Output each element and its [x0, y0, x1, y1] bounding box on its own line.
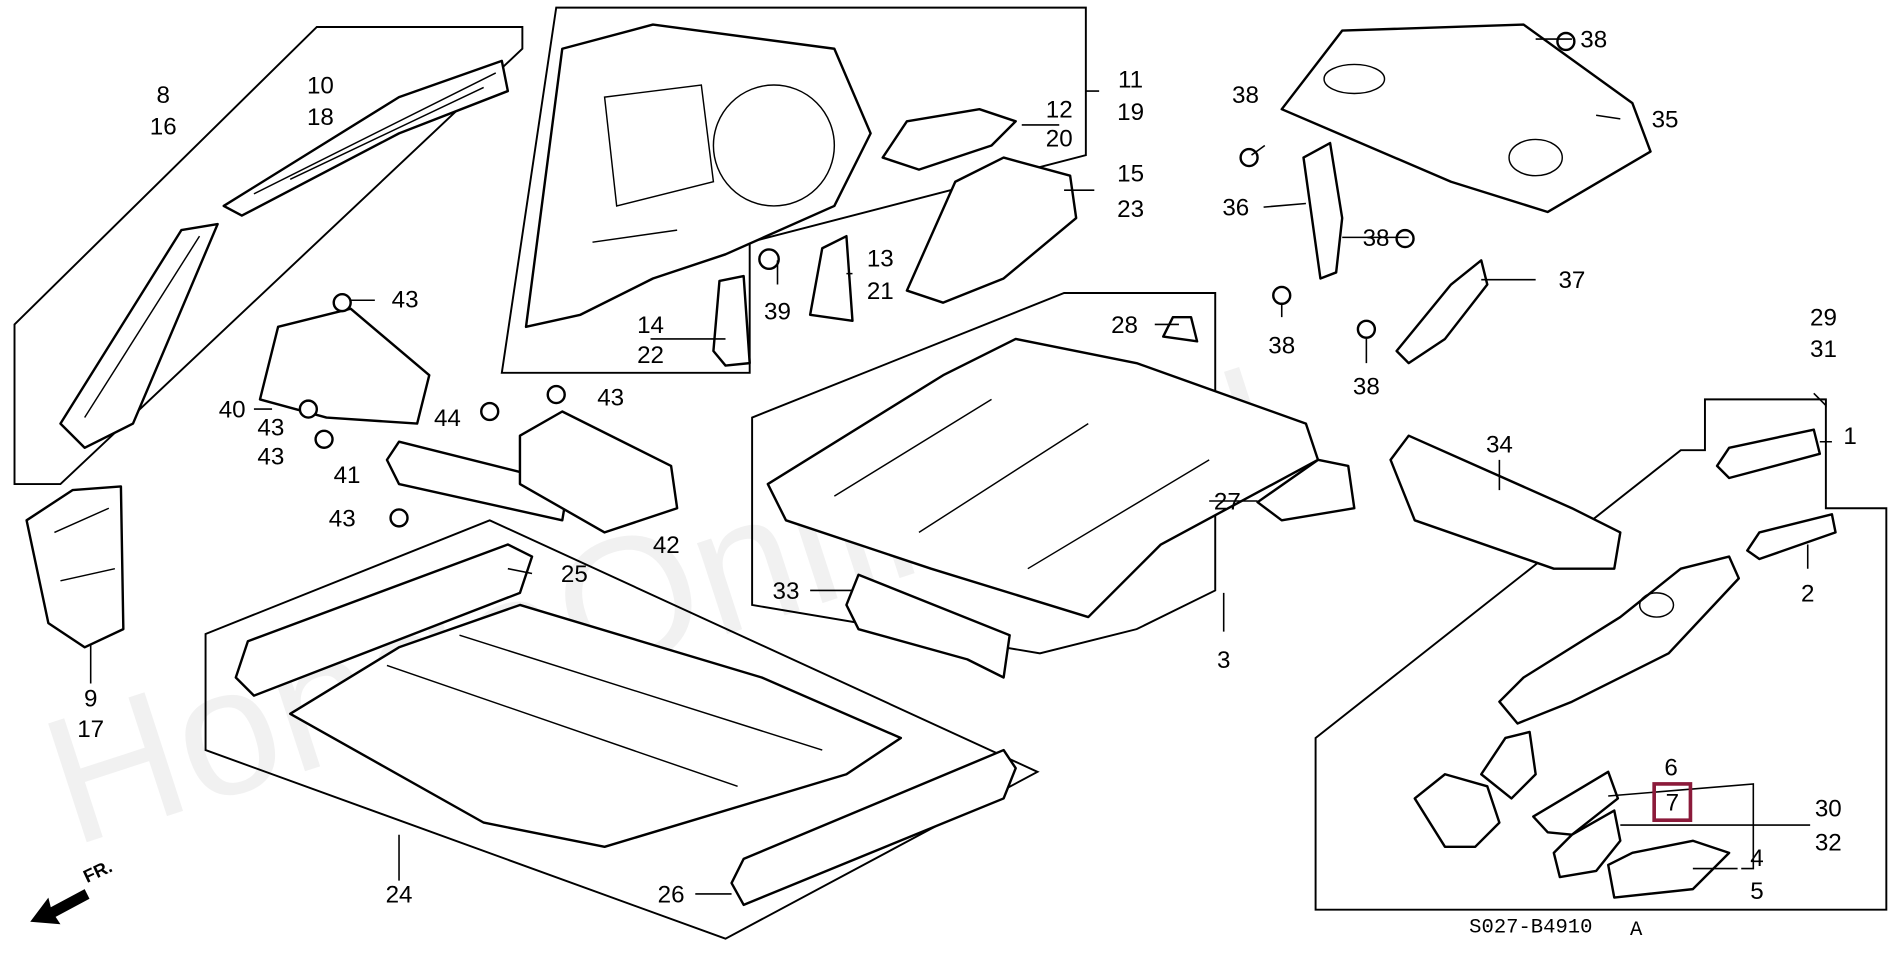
bolt-icons — [298, 31, 1576, 528]
callout[interactable]: 43 — [257, 444, 284, 471]
frame-rear-frame-group — [1314, 398, 1888, 911]
callout[interactable]: 37 — [1558, 267, 1585, 294]
part-extension-left[interactable] — [1413, 773, 1501, 849]
callout[interactable]: 42 — [653, 532, 680, 559]
part-b-pillar-lower[interactable] — [25, 485, 125, 649]
callout[interactable]: 30 — [1815, 796, 1842, 823]
callout[interactable]: 2 — [1801, 580, 1814, 607]
callout[interactable]: 35 — [1652, 106, 1679, 133]
callout[interactable]: 6 — [1664, 754, 1677, 781]
callout[interactable]: 43 — [392, 287, 419, 314]
part-side-sill-26[interactable] — [730, 748, 1017, 907]
part-roof-side-rail[interactable] — [222, 59, 510, 217]
part-stiffener-37[interactable] — [1395, 259, 1489, 365]
callout[interactable]: 43 — [329, 505, 356, 532]
front-arrow-icon — [30, 889, 90, 925]
callout[interactable]: 32 — [1815, 829, 1842, 856]
callout[interactable]: 17 — [77, 716, 104, 743]
callout[interactable]: 39 — [764, 299, 791, 326]
callout[interactable]: 5 — [1750, 878, 1763, 905]
part-crossmember-42[interactable] — [518, 410, 679, 534]
part-bracket-6-7[interactable] — [1532, 770, 1620, 836]
callout[interactable]: 18 — [307, 104, 334, 131]
part-bracket-1[interactable] — [1715, 428, 1822, 480]
frame-quarter-panel-group — [500, 6, 1087, 374]
part-bracket-13[interactable] — [808, 234, 854, 323]
callout[interactable]: 19 — [1117, 99, 1144, 126]
diagram-revision: A — [1630, 919, 1643, 942]
part-rear-shelf[interactable] — [1280, 23, 1652, 214]
callout[interactable]: 13 — [867, 245, 894, 272]
callout[interactable]: 26 — [658, 881, 685, 908]
callout[interactable]: 31 — [1810, 336, 1837, 363]
callout[interactable]: 9 — [84, 686, 97, 713]
callout-labels: 8 16 10 18 11 19 12 20 15 23 13 21 14 22… — [77, 27, 1857, 909]
part-crossmember-34[interactable] — [1389, 434, 1622, 570]
callout[interactable]: 28 — [1111, 312, 1138, 339]
callout[interactable]: 25 — [561, 561, 588, 588]
callout[interactable]: 27 — [1214, 488, 1241, 515]
part-bracket-14[interactable] — [712, 274, 751, 367]
callout-highlighted[interactable]: 7 — [1666, 790, 1679, 817]
callout[interactable]: 38 — [1268, 332, 1295, 359]
callout[interactable]: 14 — [637, 312, 664, 339]
highlight-box — [1652, 782, 1693, 823]
part-bracket-2[interactable] — [1746, 513, 1837, 561]
callout[interactable]: 4 — [1750, 845, 1763, 872]
part-wheelhouse-15[interactable] — [905, 156, 1078, 304]
callout[interactable]: 40 — [219, 397, 246, 424]
callout[interactable]: 43 — [257, 415, 284, 442]
callout[interactable]: 44 — [434, 405, 461, 432]
part-bracket-27[interactable] — [1256, 458, 1356, 522]
callout[interactable]: 36 — [1222, 195, 1249, 222]
frame-rear-floor-group — [751, 292, 1217, 655]
callout[interactable]: 34 — [1486, 432, 1513, 459]
part-dashboard-lower-40[interactable] — [258, 307, 431, 425]
callout[interactable]: 41 — [334, 462, 361, 489]
part-extension-30-32[interactable] — [1552, 809, 1622, 879]
callout[interactable]: 1 — [1843, 423, 1856, 450]
callout[interactable]: 11 — [1118, 66, 1143, 93]
callout[interactable]: 23 — [1117, 196, 1144, 223]
callout[interactable]: 38 — [1363, 225, 1390, 252]
callout[interactable]: 24 — [386, 881, 413, 908]
callout[interactable]: 12 — [1046, 97, 1073, 124]
part-quarter-panel-inner[interactable] — [524, 23, 872, 329]
callout[interactable]: 8 — [157, 82, 170, 109]
diagram-code: S027-B4910 — [1469, 917, 1592, 940]
callout[interactable]: 33 — [773, 578, 800, 605]
callout[interactable]: 16 — [150, 114, 177, 141]
part-side-sill-25[interactable] — [234, 543, 534, 697]
callout[interactable]: 38 — [1353, 374, 1380, 401]
callout[interactable]: 38 — [1580, 27, 1607, 54]
part-crossmember-33[interactable] — [845, 573, 1011, 679]
part-stiffener-36[interactable] — [1302, 141, 1344, 280]
part-rear-frame[interactable] — [1498, 555, 1741, 725]
part-bracket-upper[interactable] — [1480, 730, 1537, 800]
callout[interactable]: 3 — [1217, 647, 1230, 674]
callout[interactable]: 20 — [1046, 126, 1073, 153]
callout[interactable]: 15 — [1117, 161, 1144, 188]
frame-front-floor-group — [204, 519, 1040, 940]
part-bracket-12[interactable] — [881, 107, 1017, 171]
frame-pillar-group — [13, 26, 524, 486]
callout[interactable]: 21 — [867, 278, 894, 305]
callout[interactable]: 43 — [597, 384, 624, 411]
callout[interactable]: 10 — [307, 72, 334, 99]
part-front-floor-24[interactable] — [288, 603, 903, 849]
part-extension-4-5[interactable] — [1607, 839, 1731, 899]
callout[interactable]: 38 — [1232, 82, 1259, 109]
part-pillar-inner[interactable] — [59, 222, 219, 449]
callout[interactable]: 29 — [1810, 305, 1837, 332]
part-bracket-28[interactable] — [1162, 315, 1199, 343]
callout[interactable]: 22 — [637, 342, 664, 369]
